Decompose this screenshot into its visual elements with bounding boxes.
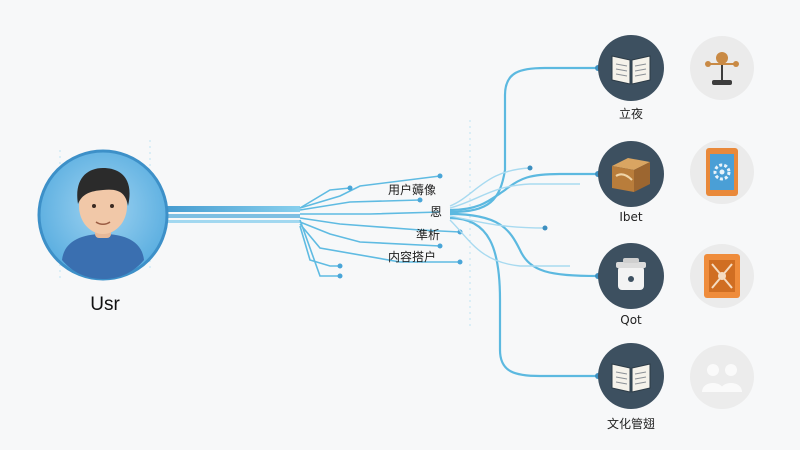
canister-icon: [616, 258, 646, 290]
open-book-icon: [611, 55, 651, 85]
right-connectors: [449, 66, 599, 378]
main-beam: [160, 206, 300, 223]
left-trace-dots: [337, 173, 463, 279]
node-1-icon-circle[interactable]: [598, 35, 664, 101]
user-label: Usr: [90, 294, 120, 315]
chip-board-icon: [704, 254, 740, 298]
right-connectors-light: [449, 167, 580, 267]
left-traces: [299, 175, 461, 277]
network-figure-icon: [705, 52, 739, 85]
node-3-label: Qot: [620, 313, 642, 327]
node-2-label: Ibet: [619, 210, 643, 224]
middle-label-4: 内容搭户: [388, 250, 437, 264]
middle-label-2: 恩: [430, 205, 443, 219]
node-1-label: 立夜: [618, 107, 643, 121]
side-icon-4[interactable]: [690, 345, 754, 409]
treasure-chest-icon: [612, 158, 650, 192]
avatar: [37, 149, 169, 281]
side-icon-2[interactable]: [690, 140, 754, 204]
side-icon-3[interactable]: [690, 244, 754, 308]
node-4-icon-circle[interactable]: [598, 343, 664, 409]
gear-panel-icon: [706, 148, 738, 196]
side-icon-1[interactable]: [690, 36, 754, 100]
node-4-label: 文化管翅: [606, 417, 655, 431]
node-3-icon-circle[interactable]: [598, 243, 664, 309]
people-silhouette-icon: [702, 364, 742, 392]
middle-label-3: 準析: [416, 228, 441, 242]
node-2-icon-circle[interactable]: [598, 141, 664, 207]
middle-label-1: 用户薅像: [388, 183, 437, 197]
open-book-icon: [611, 363, 651, 393]
